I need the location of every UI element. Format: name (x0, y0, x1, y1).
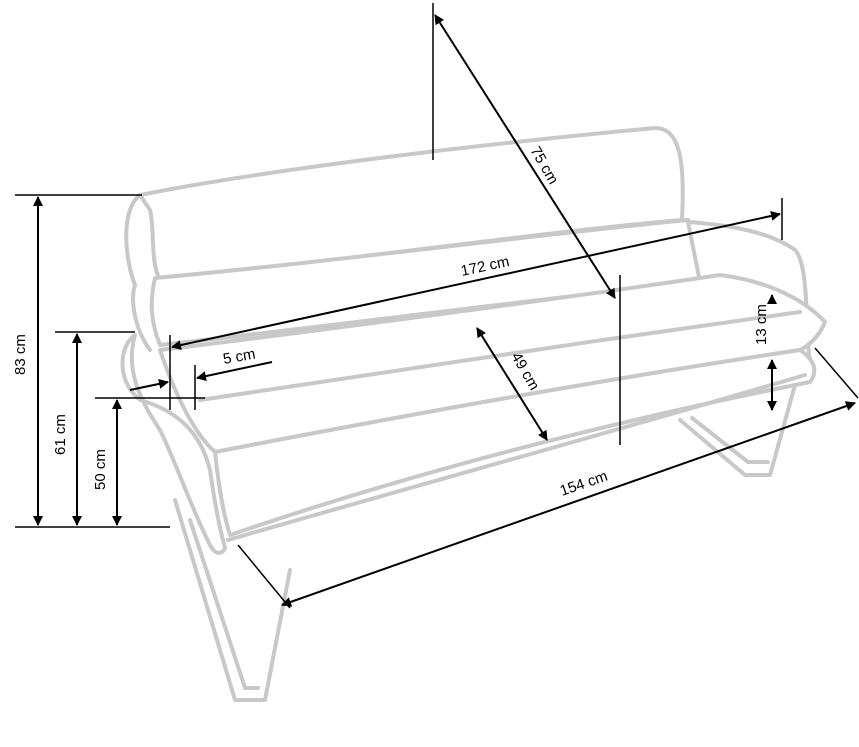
armrest-width-arrow-right (196, 361, 273, 382)
total-width-arrow (171, 211, 781, 350)
seat-height-label: 50 cm (92, 449, 109, 490)
seat-width-extension-right (814, 347, 859, 399)
backrest-left-side (124, 193, 152, 352)
sofa-outline (120, 126, 827, 702)
seat-width-arrow (281, 401, 856, 607)
armrest-height-label: 61 cm (52, 414, 69, 455)
total-height-label: 83 cm (12, 334, 29, 375)
seat-width-label: 154 cm (558, 468, 610, 500)
armrest-above-seat-label: 13 cm (753, 304, 770, 345)
armrest-width-arrow-left (129, 378, 169, 391)
armrest-width-label: 5 cm (222, 346, 257, 368)
front-leg-frame-inner (188, 518, 260, 690)
front-leg-frame (173, 498, 292, 702)
seat-width-extension-left (237, 544, 291, 609)
left-armrest (120, 333, 227, 555)
dimension-lines (15, 3, 859, 609)
